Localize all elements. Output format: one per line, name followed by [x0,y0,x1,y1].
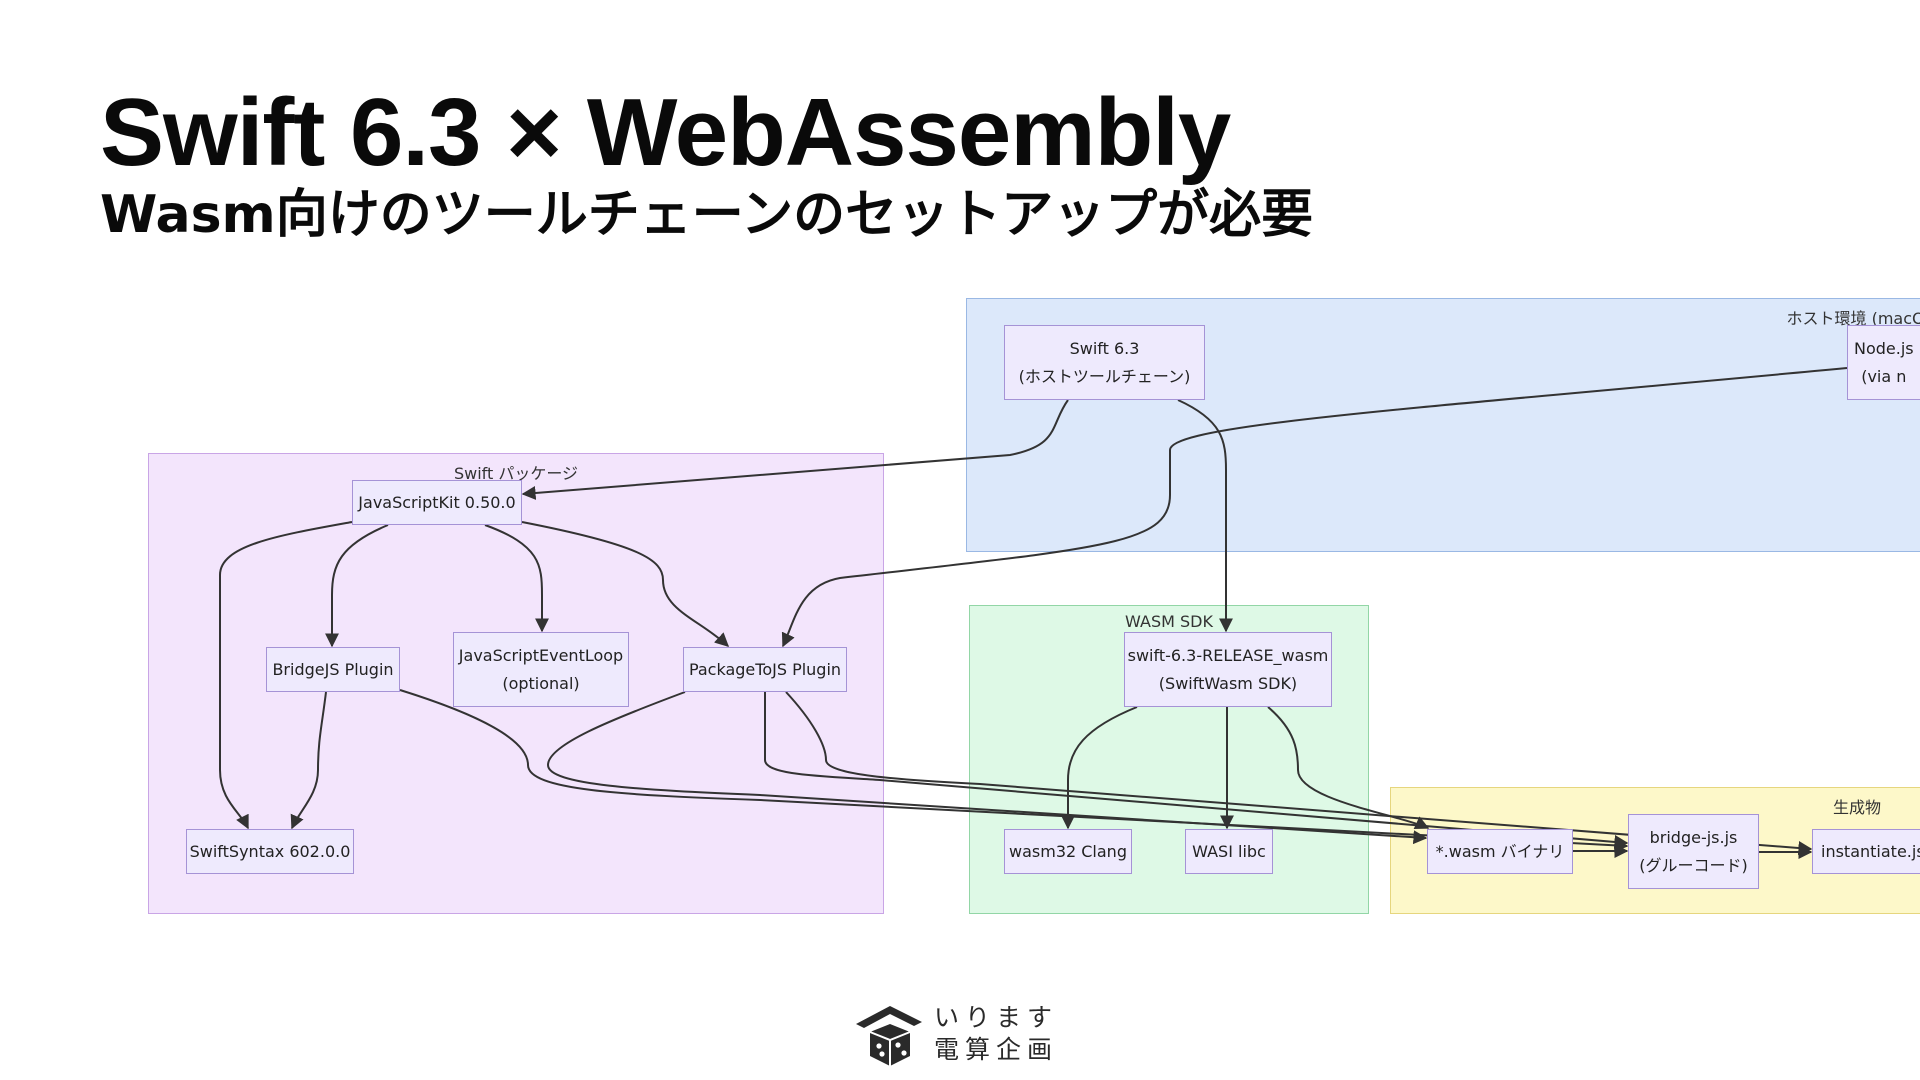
slide-title: Swift 6.3 × WebAssembly [100,79,1231,186]
node-javascript-event-loop: JavaScriptEventLoop (optional) [453,632,629,707]
node-nodejs: Node.js (via n [1847,325,1920,400]
node-swift-host-toolchain: Swift 6.3 (ホストツールチェーン) [1004,325,1205,400]
house-box-icon [856,1006,922,1066]
node-bridge-js-glue: bridge-js.js (グルーコード) [1628,814,1759,889]
node-swiftsyntax: SwiftSyntax 602.0.0 [186,829,354,874]
slide-subtitle: Wasm向けのツールチェーンのセットアップが必要 [100,185,1314,245]
company-logo: いります 電算企画 [852,998,1072,1070]
node-packagetojs-plugin: PackageToJS Plugin [683,647,847,692]
logo-text-line-1: いります [934,1003,1059,1032]
node-wasm-binary: *.wasm バイナリ [1427,829,1573,874]
node-javascriptkit: JavaScriptKit 0.50.0 [352,480,522,525]
node-instantiate-js: instantiate.js [1812,829,1920,874]
cluster-label-wasm-sdk: WASM SDK [1125,612,1213,631]
node-swiftwasm-sdk: swift-6.3-RELEASE_wasm (SwiftWasm SDK) [1124,632,1332,707]
cluster-label-generated: 生成物 [1832,798,1881,817]
node-wasi-libc: WASI libc [1185,829,1273,874]
node-bridgejs-plugin: BridgeJS Plugin [266,647,400,692]
logo-text-line-2: 電算企画 [934,1035,1059,1064]
node-wasm32-clang: wasm32 Clang [1004,829,1132,874]
